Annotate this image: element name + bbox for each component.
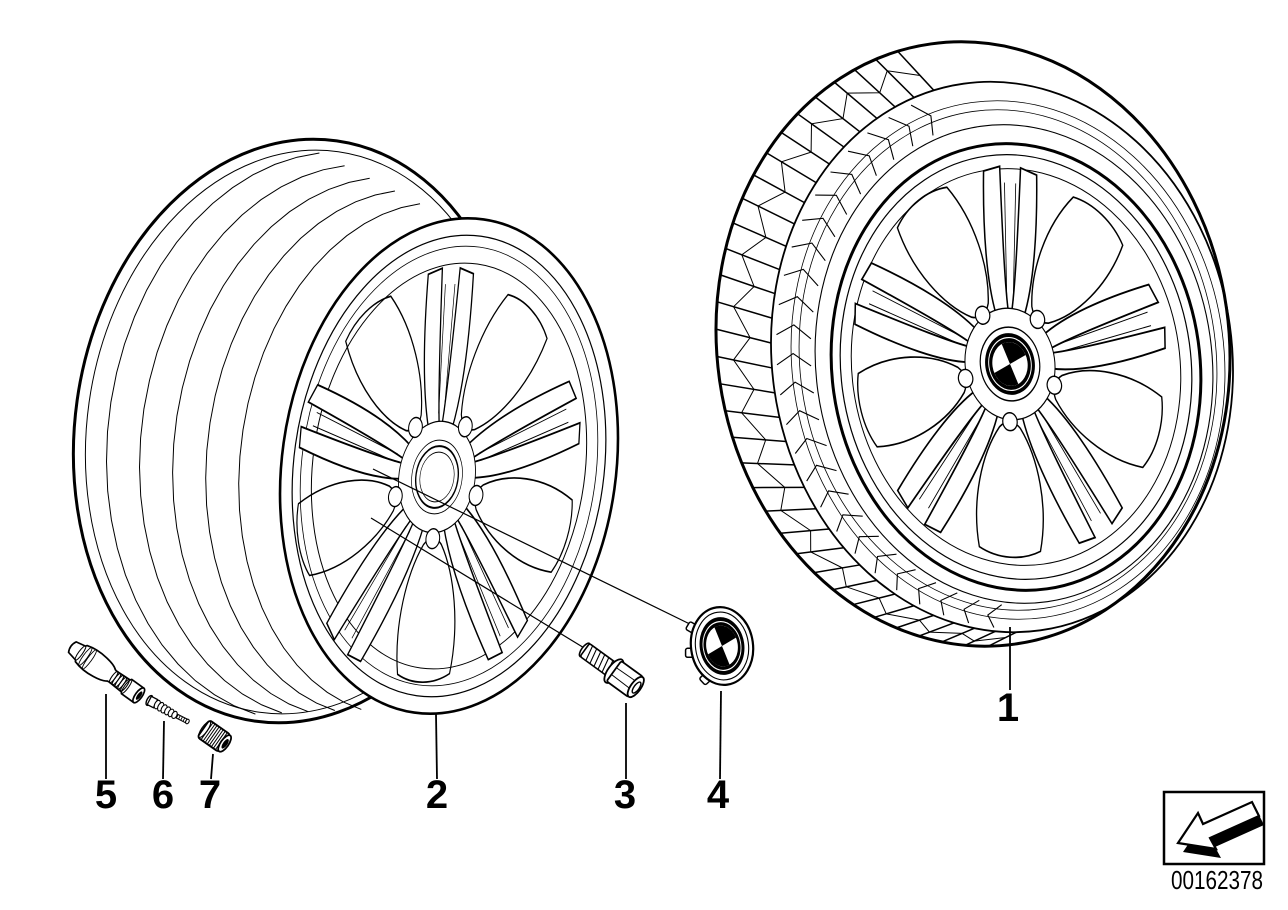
twin-spoke [465,380,581,479]
callout-label-6[interactable]: 6 [152,773,174,817]
sidewall-chevrons [776,104,1003,628]
spoke-window [345,295,423,432]
tire-tread [715,50,1017,647]
callout-7: 7 [199,753,221,817]
rim-face-spokes [854,165,1166,559]
callout-label-3[interactable]: 3 [614,773,636,817]
wheel-bolt [578,642,645,699]
valve-stem [67,640,146,704]
callout-3: 3 [614,703,636,817]
hub-bore [411,439,463,515]
lug-bolt-hole [387,485,403,508]
twin-spoke [982,165,1038,319]
leader-line-to-wheel-bolt [370,517,600,658]
lug-bolt-hole [1046,375,1063,395]
spoke-window [975,420,1044,559]
valve-bore [135,691,143,700]
spoke-window [474,477,573,574]
rim-barrel-grooves [105,152,421,715]
spoke-window [1053,369,1163,469]
twin-spoke [325,504,425,663]
page-turn-arrow-icon [1176,800,1264,858]
lug-bolt-hole [457,416,473,438]
callout-1: 1 [997,627,1019,730]
callout-label-4[interactable]: 4 [707,773,730,817]
twin-spoke [896,388,1000,534]
twin-spoke [1020,394,1124,545]
valve-cap-bore [221,739,229,749]
callout-label-2[interactable]: 2 [426,773,448,817]
callout-label-7[interactable]: 7 [199,773,221,817]
wheel-with-tire-part1 [714,40,1234,648]
callout-label-1[interactable]: 1 [997,686,1019,730]
lug-bolt-hole [468,484,484,507]
spoke-window [857,356,967,448]
spoke-window [896,186,989,319]
callout-2: 2 [426,713,448,817]
callout-line [210,753,214,780]
twin-spoke [298,383,413,480]
tread-shoulder [770,80,1234,634]
callout-4: 4 [707,690,730,817]
lug-bolt-hole [425,527,441,550]
valve-cap [197,720,233,753]
lug-bolt-hole [408,416,423,439]
spoke-window [396,537,456,683]
bmw-roundel-icon [979,326,1041,402]
lug-bolt-hole [1002,411,1018,432]
doc-arrow-box[interactable] [1162,790,1266,866]
twin-spoke [1041,283,1166,371]
document-number: 00162378 [1171,865,1263,895]
spoke-window [1031,196,1124,324]
lug-bolt-hole [957,368,974,389]
alloy-rim-part2 [71,137,620,725]
callout-label-5[interactable]: 5 [95,773,117,817]
bolt-socket [631,681,642,694]
callout-line [435,713,438,780]
callout-5: 5 [95,694,117,817]
bmw-roundel-icon [699,617,745,675]
lug-bolt-hole [974,305,991,325]
spoke-window [460,293,548,431]
callout-line [719,690,722,780]
rim-face-spokes [296,266,581,683]
callout-6: 6 [152,720,174,817]
callout-line [162,720,165,780]
valve-core [145,694,190,725]
lug-bolt-hole [1029,309,1046,330]
spoke-window [296,479,397,577]
twin-spoke [423,266,475,431]
hub-cap [684,606,755,686]
twin-spoke [854,261,979,364]
leader-line-to-hub-cap [372,468,701,630]
